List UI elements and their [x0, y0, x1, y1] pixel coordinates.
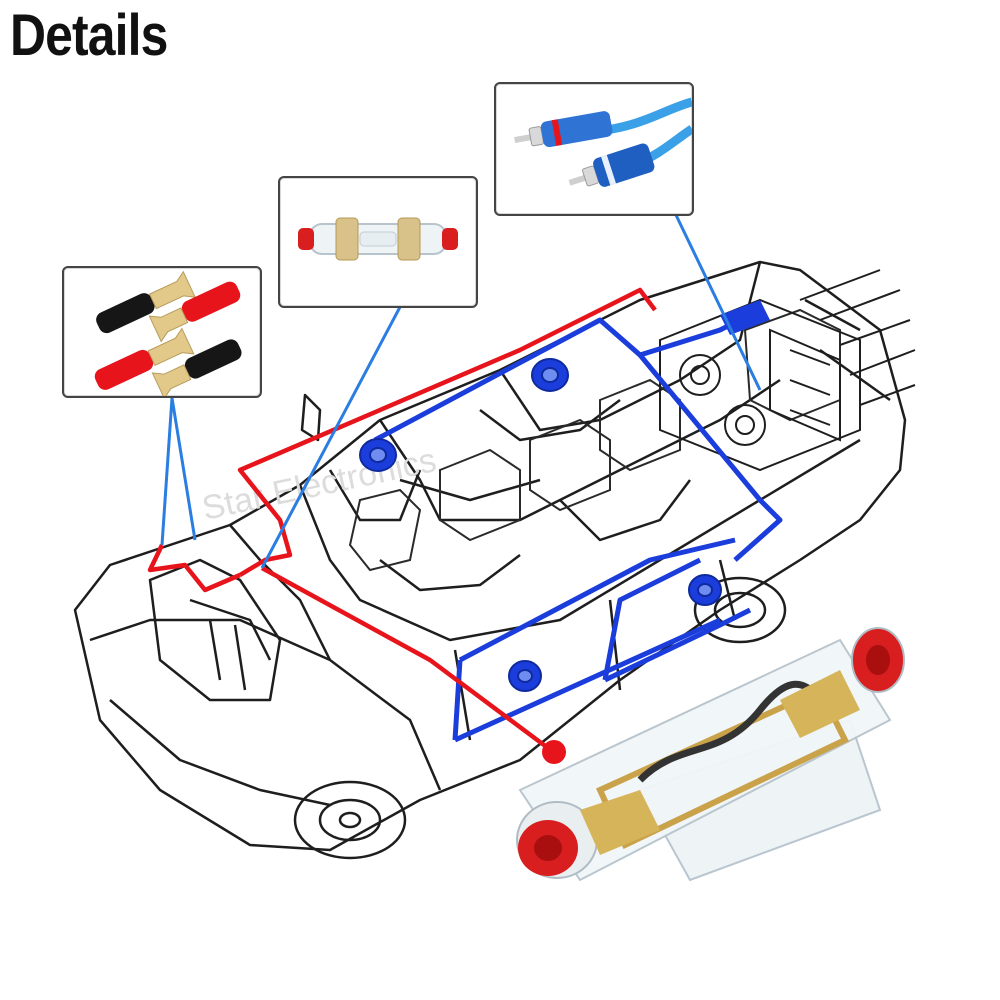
power-wiring	[147, 287, 657, 750]
rca-plug-icon	[514, 97, 692, 187]
fuse-icon	[298, 217, 458, 261]
inset-inline-fuse	[278, 176, 478, 308]
inset-spade-terminals	[62, 266, 262, 398]
page-title: Details	[10, 3, 168, 68]
connection-point	[542, 740, 566, 764]
rear-wheel	[693, 576, 787, 644]
watermark: Star Electronics	[199, 441, 440, 528]
spade-terminal-icon	[94, 270, 242, 396]
fuse-holder-icon	[516, 627, 905, 882]
signal-wiring	[373, 307, 783, 743]
front-wheel	[293, 780, 407, 860]
amplifier-unit	[659, 269, 916, 472]
speaker-icon	[359, 358, 722, 692]
car-outline	[73, 260, 907, 852]
leader-lines	[160, 214, 762, 569]
amplifier-input	[720, 300, 770, 335]
inset-rca-plugs	[494, 82, 694, 216]
